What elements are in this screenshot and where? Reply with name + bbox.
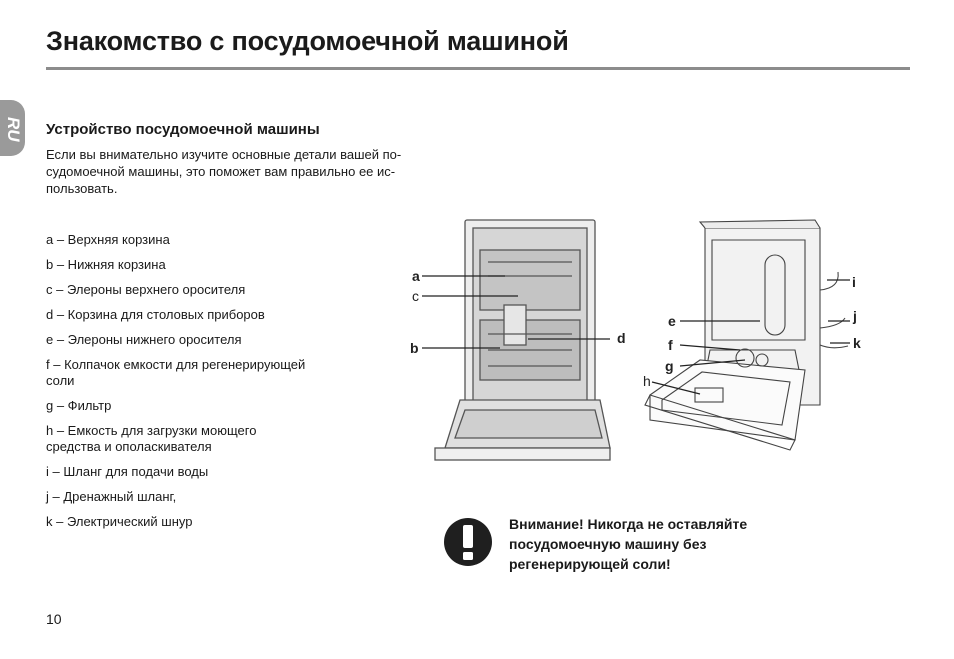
page-title: Знакомство с посудомоечной машиной <box>46 26 569 56</box>
list-item: a – Верхняя корзина <box>46 232 170 247</box>
intro-paragraph: Если вы внимательно изучите основные дет… <box>46 147 402 196</box>
list-item: f – Колпачок емкости для регенерирующей … <box>46 357 306 388</box>
label-e: e <box>668 313 676 329</box>
list-item: b – Нижняя корзина <box>46 257 166 272</box>
list-item: h – Емкость для загрузки моющего средств… <box>46 423 257 454</box>
dishwasher-illustration <box>422 219 850 461</box>
list-item: g – Фильтр <box>46 398 112 413</box>
label-f: f <box>668 337 673 353</box>
label-g: g <box>665 358 674 374</box>
list-item: k – Электрический шнур <box>46 514 193 529</box>
page-number: 10 <box>46 611 62 627</box>
diagram-labels: a c b d e f g h i j k <box>410 268 880 400</box>
label-c: c <box>412 288 419 304</box>
list-item: i – Шланг для подачи воды <box>46 464 209 479</box>
warning-text: Внимание! Никогда не оставляйте посудомо… <box>509 516 748 572</box>
exclamation-icon <box>444 518 492 566</box>
label-a: a <box>412 268 420 284</box>
title-divider <box>46 67 910 70</box>
list-item: e – Элероны нижнего оросителя <box>46 332 242 347</box>
parts-list: a – Верхняя корзина b – Нижняя корзина c… <box>46 232 366 539</box>
label-h: h <box>643 373 651 389</box>
front-view <box>434 219 611 461</box>
list-item: c – Элероны верхнего оросителя <box>46 282 246 297</box>
label-k: k <box>853 335 861 351</box>
list-item: j – Дренажный шланг, <box>46 489 177 504</box>
language-tab: RU <box>0 100 25 156</box>
label-j: j <box>853 308 857 324</box>
list-item: d – Корзина для столовых приборов <box>46 307 265 322</box>
label-i: i <box>852 274 856 290</box>
language-tab-label: RU <box>4 117 23 142</box>
callout-lines <box>422 275 850 395</box>
label-b: b <box>410 340 419 356</box>
section-heading: Устройство посудомоечной машины <box>46 121 320 138</box>
label-d: d <box>617 330 626 346</box>
